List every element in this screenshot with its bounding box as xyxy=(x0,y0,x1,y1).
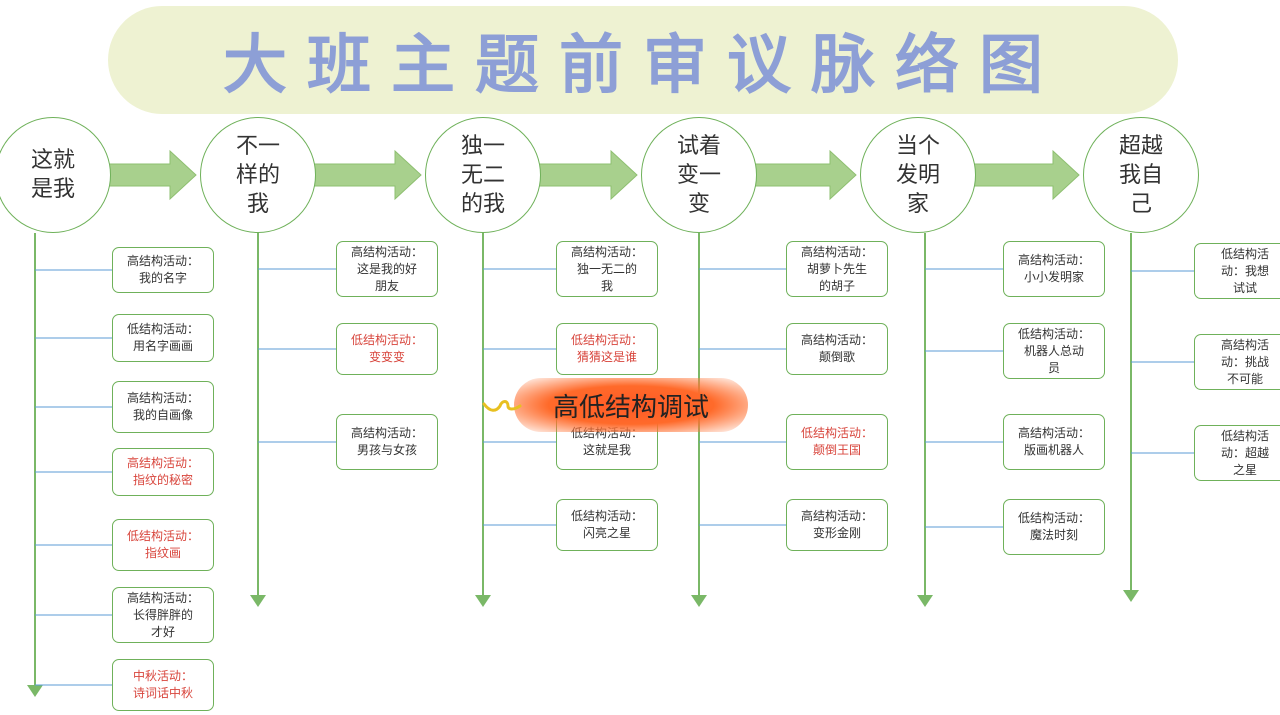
activity-box: 低结构活动： 闪亮之星 xyxy=(556,499,658,551)
squiggle-icon xyxy=(482,400,522,412)
highlight-text: 高低结构调试 xyxy=(552,392,709,423)
activity-text: 高结构活 动：挑战 不可能 xyxy=(1220,337,1269,386)
page-title: 大班主题前审议脉络图 xyxy=(223,29,1063,103)
activity-text: 低结构活动： 用名字画画 xyxy=(126,322,199,353)
activity-text: 高结构活动： 版画机器人 xyxy=(1017,426,1090,457)
topic-circle: 不一 样的 我 xyxy=(200,117,316,233)
activity-text: 高结构活动： 长得胖胖的 才好 xyxy=(126,590,199,639)
right-arrow-icon xyxy=(969,149,1080,201)
activity-box: 低结构活动： 魔法时刻 xyxy=(1003,499,1105,555)
activity-text: 高结构活动： 这是我的好 朋友 xyxy=(350,244,423,293)
activity-box: 高结构活动： 变形金刚 xyxy=(786,499,888,551)
topic-label: 试着 变一 变 xyxy=(676,133,721,217)
activity-box: 低结构活 动：我想 试试 xyxy=(1194,243,1280,299)
topic-label: 这就 是我 xyxy=(30,148,75,202)
activity-text: 低结构活 动：我想 试试 xyxy=(1220,246,1269,295)
title-banner xyxy=(108,6,1178,114)
topic-circle: 超越 我自 己 xyxy=(1083,117,1199,233)
topic-circle: 这就 是我 xyxy=(0,117,111,233)
activity-box: 高结构活动： 独一无二的 我 xyxy=(556,241,658,297)
topic-label: 独一 无二 的我 xyxy=(460,133,505,217)
down-arrow-icon xyxy=(27,685,43,697)
activity-box: 中秋活动： 诗词话中秋 xyxy=(112,659,214,711)
activity-box: 高结构活动： 这是我的好 朋友 xyxy=(336,241,438,297)
activity-box: 高结构活动： 小小发明家 xyxy=(1003,241,1105,297)
down-arrow-icon xyxy=(691,595,707,607)
activity-box: 高结构活 动：挑战 不可能 xyxy=(1194,334,1280,390)
activity-text: 高结构活动： 小小发明家 xyxy=(1017,253,1090,284)
activity-box: 高结构活动： 颠倒歌 xyxy=(786,323,888,375)
activity-box: 低结构活动： 猜猜这是谁 xyxy=(556,323,658,375)
activity-text: 高结构活动： 我的自画像 xyxy=(126,391,199,422)
topic-circle: 独一 无二 的我 xyxy=(425,117,541,233)
topic-circle: 当个 发明 家 xyxy=(860,117,976,233)
activity-text: 低结构活动： 变变变 xyxy=(350,333,423,364)
activity-text: 低结构活动： 机器人总动 员 xyxy=(1017,326,1090,375)
activity-text: 高结构活动： 我的名字 xyxy=(126,254,199,285)
activity-box: 高结构活动： 我的名字 xyxy=(112,247,214,293)
topic-label: 不一 样的 我 xyxy=(235,133,280,217)
activity-text: 中秋活动： 诗词话中秋 xyxy=(132,669,193,700)
activity-text: 低结构活动： 猜猜这是谁 xyxy=(570,333,643,364)
activity-text: 低结构活 动：超越 之星 xyxy=(1220,428,1269,477)
activity-box: 低结构活动： 颠倒王国 xyxy=(786,414,888,470)
right-arrow-icon xyxy=(750,149,857,201)
down-arrow-icon xyxy=(917,595,933,607)
activity-text: 高结构活动： 变形金刚 xyxy=(800,509,873,540)
activity-text: 低结构活动： 闪亮之星 xyxy=(570,509,643,540)
activity-text: 低结构活动： 指纹画 xyxy=(126,529,199,560)
activity-text: 高结构活动： 男孩与女孩 xyxy=(350,426,423,457)
right-arrow-icon xyxy=(104,149,197,201)
down-arrow-icon xyxy=(250,595,266,607)
topic-label: 当个 发明 家 xyxy=(895,133,940,217)
topic-label: 超越 我自 己 xyxy=(1118,133,1163,217)
activity-box: 高结构活动： 指纹的秘密 xyxy=(112,448,214,496)
activity-box: 高结构活动： 男孩与女孩 xyxy=(336,414,438,470)
activity-text: 高结构活动： 独一无二的 我 xyxy=(570,244,643,293)
topic-circle: 试着 变一 变 xyxy=(641,117,757,233)
down-arrow-icon xyxy=(1123,590,1139,602)
activity-text: 高结构活动： 指纹的秘密 xyxy=(126,456,199,487)
down-arrow-icon xyxy=(475,595,491,607)
activity-box: 低结构活动： 指纹画 xyxy=(112,519,214,571)
activity-box: 低结构活动： 变变变 xyxy=(336,323,438,375)
activity-box: 低结构活 动：超越 之星 xyxy=(1194,425,1280,481)
activity-box: 高结构活动： 长得胖胖的 才好 xyxy=(112,587,214,643)
activity-text: 高结构活动： 胡萝卜先生 的胡子 xyxy=(800,244,873,293)
activity-box: 高结构活动： 我的自画像 xyxy=(112,381,214,433)
activity-text: 高结构活动： 颠倒歌 xyxy=(800,333,873,364)
right-arrow-icon xyxy=(309,149,422,201)
activity-box: 低结构活动： 机器人总动 员 xyxy=(1003,323,1105,379)
highlight-label: 高低结构调试 xyxy=(514,378,748,432)
activity-box: 低结构活动： 用名字画画 xyxy=(112,314,214,362)
activity-box: 高结构活动： 胡萝卜先生 的胡子 xyxy=(786,241,888,297)
activity-text: 低结构活动： 魔法时刻 xyxy=(1017,511,1090,542)
right-arrow-icon xyxy=(534,149,638,201)
activity-box: 高结构活动： 版画机器人 xyxy=(1003,414,1105,470)
activity-text: 低结构活动： 颠倒王国 xyxy=(800,426,873,457)
